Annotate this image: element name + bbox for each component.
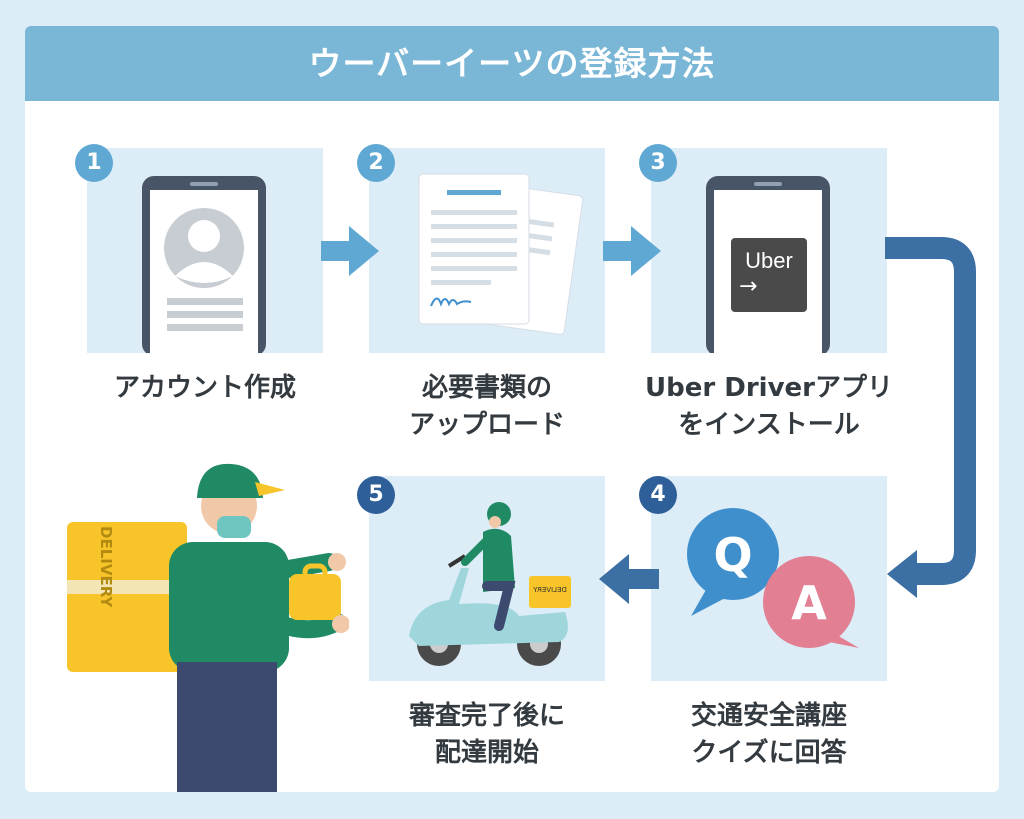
step-3-panel: Uber → — [651, 148, 887, 353]
step-5-caption-line-2: 配達開始 — [434, 738, 539, 768]
step-2-panel — [369, 148, 605, 353]
step-4-caption-line-2: クイズに回答 — [691, 738, 847, 768]
step-3-caption-line-1: Uber Driverアプリ — [645, 373, 893, 403]
step-2-badge: 2 — [357, 144, 395, 182]
step-4-panel: Q A — [651, 476, 887, 681]
step-2-caption: 必要書類の アップロード — [337, 370, 637, 444]
arrow-right-1-icon — [321, 226, 379, 276]
arrow-turn-down-icon — [885, 237, 976, 598]
q-letter: Q — [713, 528, 753, 582]
step-4-caption: 交通安全講座 クイズに回答 — [619, 698, 919, 772]
scooter-box-label: DELIVERY — [533, 586, 567, 594]
step-4-badge: 4 — [639, 476, 677, 514]
step-1-caption: アカウント作成 — [55, 370, 355, 407]
phone-uber-app-icon — [706, 176, 830, 353]
registration-card: ウーバーイーツの登録方法 1 — [25, 26, 999, 792]
delivery-courier-illustration — [67, 463, 349, 792]
uber-arrow-icon: → — [739, 274, 758, 299]
step-2-caption-line-1: 必要書類の — [421, 373, 552, 403]
step-3-caption: Uber Driverアプリ をインストール — [619, 370, 919, 444]
step-4-caption-line-1: 交通安全講座 — [690, 701, 847, 731]
step-3-caption-line-2: をインストール — [678, 410, 860, 440]
step-1-caption-line: アカウント作成 — [113, 373, 296, 403]
scooter-rider-icon — [409, 502, 571, 666]
phone-profile-icon — [142, 176, 266, 353]
step-5-badge: 5 — [357, 476, 395, 514]
a-letter: A — [791, 576, 827, 630]
arrow-left-icon — [599, 554, 659, 604]
uber-logo-text: Uber — [745, 248, 793, 273]
page-title: ウーバーイーツの登録方法 — [308, 44, 716, 83]
step-5-caption: 審査完了後に 配達開始 — [337, 698, 637, 772]
header-bar: ウーバーイーツの登録方法 — [25, 26, 999, 101]
step-5-panel: DELIVERY — [369, 476, 605, 681]
arrow-right-2-icon — [603, 226, 661, 276]
step-1-badge: 1 — [75, 144, 113, 182]
step-2-caption-line-2: アップロード — [408, 410, 565, 440]
step-1-panel — [87, 148, 323, 353]
courier-bag-label: DELIVERY — [97, 526, 115, 608]
qa-bubbles-icon — [687, 508, 859, 648]
step-5-caption-line-1: 審査完了後に — [408, 701, 565, 731]
documents-icon — [418, 173, 584, 335]
step-3-badge: 3 — [639, 144, 677, 182]
